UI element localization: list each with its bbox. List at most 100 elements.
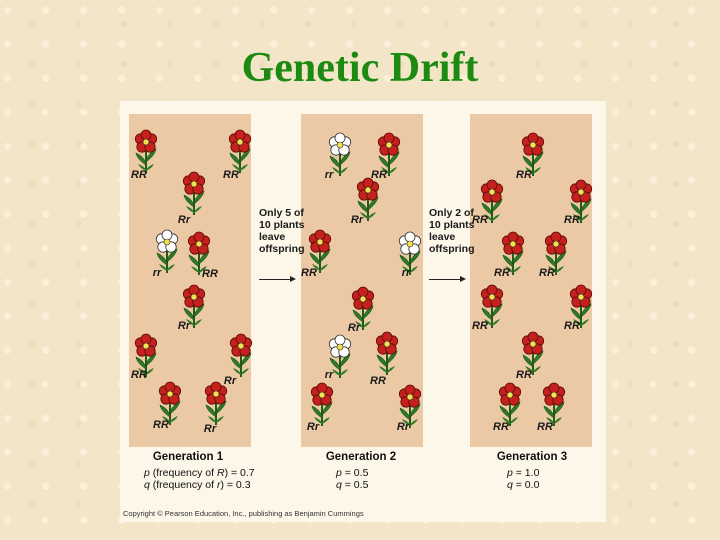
plant-red bbox=[478, 284, 506, 330]
allele-frequency-q: q = 0.5 bbox=[336, 479, 368, 491]
frequency-value: = 0.3 bbox=[223, 479, 251, 491]
allele-frequency-q: q (frequency of r) = 0.3 bbox=[144, 479, 251, 491]
red-flower-icon bbox=[356, 177, 380, 221]
genotype-label: RR bbox=[537, 421, 553, 433]
frequency-description: (frequency of bbox=[149, 479, 217, 491]
plant-white bbox=[396, 231, 424, 277]
plant-red bbox=[306, 229, 334, 275]
plant-red bbox=[478, 179, 506, 225]
plant-white bbox=[326, 334, 354, 380]
red-flower-icon bbox=[480, 284, 504, 328]
frequency-symbol: q bbox=[507, 479, 513, 491]
white-flower-icon bbox=[328, 334, 352, 378]
frequency-symbol: q bbox=[336, 479, 342, 491]
frequency-value: = 0.5 bbox=[341, 467, 369, 479]
red-flower-icon bbox=[498, 382, 522, 426]
genotype-label: RR bbox=[494, 267, 510, 279]
genotype-label: Rr bbox=[177, 320, 191, 332]
genotype-label: RR bbox=[371, 169, 387, 181]
frequency-value: = 1.0 bbox=[512, 467, 540, 479]
plant-red bbox=[132, 129, 160, 175]
plant-red bbox=[373, 331, 401, 377]
plant-red bbox=[132, 333, 160, 379]
plant-red bbox=[354, 177, 382, 223]
plant-red bbox=[496, 382, 524, 428]
genotype-label: rr bbox=[401, 267, 411, 279]
genotype-label: RR bbox=[301, 267, 317, 279]
red-flower-icon bbox=[521, 132, 545, 176]
genotype-label: Rr bbox=[396, 421, 410, 433]
white-flower-icon bbox=[398, 231, 422, 275]
frequency-symbol: p bbox=[336, 467, 342, 479]
genotype-label: RR bbox=[370, 375, 386, 387]
plant-red bbox=[202, 381, 230, 427]
plant-red bbox=[540, 382, 568, 428]
red-flower-icon bbox=[134, 129, 158, 173]
red-flower-icon bbox=[229, 333, 253, 377]
allele-symbol: R bbox=[216, 467, 225, 479]
allele-frequency-p: p = 1.0 bbox=[507, 467, 539, 479]
red-flower-icon bbox=[158, 381, 182, 425]
panel-generation-3 bbox=[470, 114, 592, 447]
plant-red bbox=[567, 179, 595, 225]
genotype-label: rr bbox=[324, 369, 334, 381]
genotype-label: RR bbox=[223, 169, 239, 181]
allele-symbol: r bbox=[216, 479, 221, 491]
red-flower-icon bbox=[569, 284, 593, 328]
frequency-description: (frequency of bbox=[149, 467, 217, 479]
genotype-label: RR bbox=[564, 320, 580, 332]
allele-frequency-q: q = 0.0 bbox=[507, 479, 539, 491]
genotype-label: RR bbox=[131, 169, 147, 181]
genotype-label: rr bbox=[152, 267, 162, 279]
plant-red bbox=[180, 171, 208, 217]
generation-title: Generation 3 bbox=[496, 451, 568, 463]
plant-red bbox=[396, 384, 424, 430]
plant-red bbox=[308, 382, 336, 428]
transition-label-2: Only 2 of 10 plants leave offspring bbox=[429, 207, 475, 255]
genotype-label: Rr bbox=[347, 322, 361, 334]
white-flower-icon bbox=[328, 132, 352, 176]
genotype-label: RR bbox=[516, 369, 532, 381]
genotype-label: Rr bbox=[350, 214, 364, 226]
red-flower-icon bbox=[308, 229, 332, 273]
genotype-label: Rr bbox=[177, 214, 191, 226]
transition-arrow-2 bbox=[429, 276, 466, 282]
genotype-label: RR bbox=[472, 214, 488, 226]
red-flower-icon bbox=[228, 129, 252, 173]
red-flower-icon bbox=[182, 284, 206, 328]
red-flower-icon bbox=[351, 286, 375, 330]
plant-red bbox=[226, 129, 254, 175]
red-flower-icon bbox=[480, 179, 504, 223]
transition-arrow-1 bbox=[259, 276, 296, 282]
allele-frequency-p: p = 0.5 bbox=[336, 467, 368, 479]
red-flower-icon bbox=[204, 381, 228, 425]
plant-red bbox=[567, 284, 595, 330]
generation-title: Generation 1 bbox=[152, 451, 224, 463]
plant-red bbox=[185, 231, 213, 277]
plant-red bbox=[349, 286, 377, 332]
genotype-label: RR bbox=[539, 267, 555, 279]
genotype-label: RR bbox=[202, 268, 218, 280]
red-flower-icon bbox=[375, 331, 399, 375]
red-flower-icon bbox=[521, 331, 545, 375]
genotype-label: RR bbox=[516, 169, 532, 181]
plant-white bbox=[153, 229, 181, 275]
frequency-symbol: p bbox=[507, 467, 513, 479]
frequency-description-close: ) bbox=[220, 479, 224, 491]
frequency-description-close: ) bbox=[224, 467, 229, 479]
red-flower-icon bbox=[310, 382, 334, 426]
red-flower-icon bbox=[182, 171, 206, 215]
genotype-label: RR bbox=[131, 369, 147, 381]
plant-red bbox=[180, 284, 208, 330]
plant-red bbox=[519, 132, 547, 178]
panel-generation-1 bbox=[129, 114, 251, 447]
plant-red bbox=[375, 132, 403, 178]
frequency-value: = 0.7 bbox=[228, 467, 255, 479]
genotype-label: RR bbox=[564, 214, 580, 226]
red-flower-icon bbox=[377, 132, 401, 176]
copyright-notice: Copyright © Pearson Education, Inc., pub… bbox=[123, 509, 364, 518]
genotype-label: RR bbox=[472, 320, 488, 332]
plant-red bbox=[156, 381, 184, 427]
slide-title: Genetic Drift bbox=[241, 45, 479, 91]
